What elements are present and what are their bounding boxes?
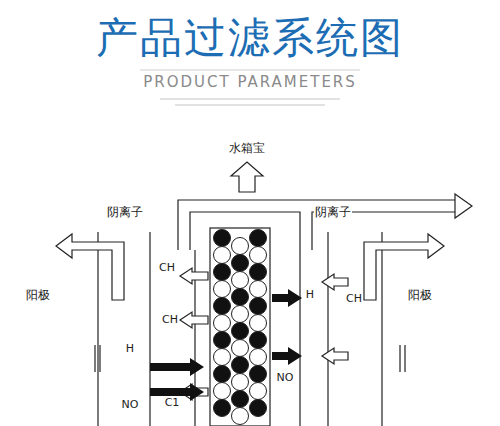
ion-label: NO: [276, 372, 295, 384]
resin-bead: [232, 408, 249, 425]
resin-bead: [232, 306, 249, 323]
outlet-label: 水箱宝: [228, 142, 266, 155]
ion-label: 阴离子: [106, 206, 144, 219]
resin-bead: [214, 366, 231, 383]
resin-bead: [214, 298, 231, 315]
page-title: 产品过滤系统图: [96, 15, 404, 61]
resin-bead: [232, 255, 249, 272]
resin-bead: [232, 391, 249, 408]
ion-label: CH: [158, 262, 176, 274]
resin-bead: [214, 383, 231, 400]
resin-bead: [214, 281, 231, 298]
resin-bead: [250, 230, 267, 247]
resin-bead: [250, 400, 267, 417]
resin-bead: [250, 264, 267, 281]
resin-bead: [232, 272, 249, 289]
electrode-label: 阳极: [25, 289, 51, 302]
ion-label: C1: [164, 397, 181, 409]
resin-bead: [214, 315, 231, 332]
ion-label: NO: [121, 399, 140, 411]
resin-bead: [232, 374, 249, 391]
ion-label: H: [125, 343, 135, 355]
resin-bead: [214, 247, 231, 264]
resin-bead: [214, 349, 231, 366]
resin-bead: [250, 281, 267, 298]
resin-bead: [250, 383, 267, 400]
resin-bead: [214, 230, 231, 247]
subtitle: PRODUCT PARAMETERS: [143, 74, 357, 91]
resin-bead: [214, 264, 231, 281]
resin-bead: [232, 289, 249, 306]
resin-bead: [232, 323, 249, 340]
resin-bead: [232, 238, 249, 255]
resin-bead: [250, 315, 267, 332]
resin-bead: [250, 349, 267, 366]
resin-bead: [214, 332, 231, 349]
resin-bead: [232, 340, 249, 357]
ion-label: H: [305, 289, 315, 301]
resin-bead: [250, 247, 267, 264]
ion-label: CH: [161, 314, 179, 326]
resin-bead: [250, 332, 267, 349]
electrode-label: 阳极: [407, 289, 433, 302]
resin-bead: [232, 357, 249, 374]
ion-label: CH: [345, 293, 363, 305]
resin-bead: [214, 400, 231, 417]
resin-bead: [250, 366, 267, 383]
resin-bead: [250, 298, 267, 315]
ion-label: 阴离子: [314, 206, 352, 219]
